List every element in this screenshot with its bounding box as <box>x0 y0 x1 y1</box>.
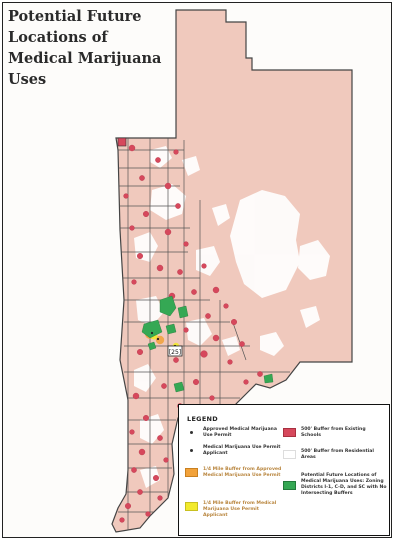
school-buffer-isolated <box>117 137 127 147</box>
map-title: Potential Future Locations of Medical Ma… <box>8 6 178 90</box>
legend-title: LEGEND <box>187 415 218 423</box>
orange-swatch-icon <box>185 468 198 477</box>
interstate-shield: [25] <box>167 345 183 357</box>
interstate-shield-label: [25] <box>169 349 181 356</box>
legend-label: 500' Buffer from Existing Schools <box>301 427 366 438</box>
approved-permit-dot-icon <box>185 428 198 437</box>
legend-item-buffer-schools: 500' Buffer from Existing Schools <box>283 427 387 439</box>
school-buffers <box>119 144 263 527</box>
legend-item-buffer-residential: 500' Buffer from Residential Areas <box>283 449 387 461</box>
legend-item-permit-applicant: Medical Marijuana Use Permit Applicant <box>185 445 283 457</box>
legend-item-approved-permit: Approved Medical Marijuana Use Permit <box>185 427 283 439</box>
white-swatch-icon <box>283 450 296 459</box>
title-line-3: Medical Marijuana <box>8 50 162 67</box>
green-swatch-icon <box>283 481 296 490</box>
legend-item-buffer-applicant: 1/4 Mile Buffer from Medical Marijuana U… <box>185 501 283 519</box>
title-line-4: Uses <box>8 71 47 88</box>
legend-label: Potential Future Locations of Medical Ma… <box>301 473 387 496</box>
legend-label: 1/4 Mile Buffer from Approved Medical Ma… <box>203 467 282 478</box>
legend-label: 1/4 Mile Buffer from Medical Marijuana U… <box>203 501 277 518</box>
legend: LEGEND Approved Medical Marijuana Use Pe… <box>178 404 390 536</box>
legend-label: Medical Marijuana Use Permit Applicant <box>203 445 281 456</box>
legend-label: Approved Medical Marijuana Use Permit <box>203 427 277 438</box>
legend-item-potential-locations: Potential Future Locations of Medical Ma… <box>283 473 387 497</box>
red-swatch-icon <box>283 428 296 437</box>
title-line-1: Potential Future <box>8 8 142 25</box>
title-line-2: Locations of <box>8 29 108 46</box>
legend-item-buffer-approved: 1/4 Mile Buffer from Approved Medical Ma… <box>185 467 283 479</box>
permit-applicant-dot-icon <box>185 446 198 455</box>
potential-locations <box>141 295 274 393</box>
yellow-swatch-icon <box>185 502 198 511</box>
legend-label: 500' Buffer from Residential Areas <box>301 449 374 460</box>
